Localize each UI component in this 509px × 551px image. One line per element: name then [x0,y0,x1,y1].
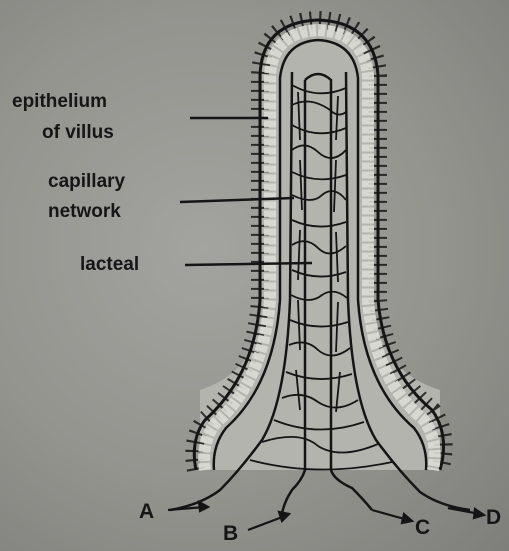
label-D: D [486,506,501,529]
label-C: C [415,516,430,539]
label-B: B [223,522,238,545]
label-capillary-line2: network [48,201,121,222]
label-capillary-line1: capillary [48,171,126,192]
label-A: A [139,500,154,523]
label-epithelium-line2: of villus [42,122,114,143]
flow-arrows [168,502,484,530]
label-epithelium-line1: epithelium [12,91,107,112]
label-lacteal: lacteal [80,254,139,275]
